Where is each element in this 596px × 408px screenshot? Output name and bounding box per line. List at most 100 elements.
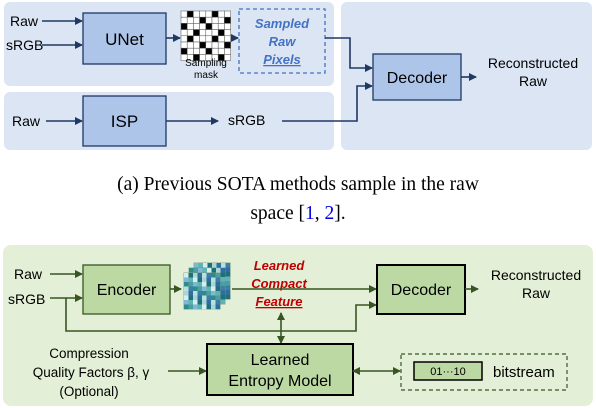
sampling-mask-cell (199, 29, 207, 37)
sampling-mask-cell (217, 41, 225, 49)
sampling-mask-cell (193, 41, 200, 49)
caption-line2: space [1, 2]. (250, 203, 345, 224)
sampled-raw-pixels-box (238, 8, 326, 74)
decoder-label: Decoder (391, 282, 452, 299)
quality-factors-line1: Compression (49, 346, 129, 361)
sampling-mask-cell (224, 41, 231, 49)
unet-box (82, 12, 167, 65)
feature-map-cell (211, 304, 216, 310)
feature-map-cell (197, 286, 203, 292)
feature-map-cell (220, 272, 226, 278)
sampling-mask-cell (211, 35, 219, 43)
feature-map-cell (194, 263, 199, 268)
sampling-mask-cell (180, 47, 188, 55)
feature-map-cell (184, 286, 189, 292)
output-label-line1: Reconstructed (491, 267, 581, 283)
feature-map-cell (211, 295, 216, 301)
feature-map-cell (225, 267, 231, 273)
feature-map-cell (184, 300, 189, 305)
sampling-mask-cell (180, 16, 188, 24)
sampling-mask-cell (224, 29, 231, 37)
feature-map-cell (202, 286, 207, 292)
sampling-mask-label-line2: mask (194, 70, 219, 81)
feature-map-cell (225, 290, 231, 295)
feature-map-cell (206, 295, 212, 301)
caption: (a) Previous SOTA methods sample in the … (117, 174, 479, 224)
reference-separator: , (315, 203, 325, 224)
sampling-mask-cell (211, 10, 219, 18)
feature-map-cell (215, 286, 221, 292)
sampling-mask-cell (224, 10, 231, 18)
feature-map-cell (197, 295, 203, 301)
feature-map-cell (206, 282, 212, 287)
feature-map-cell (207, 268, 212, 273)
feature-map-cell (206, 304, 212, 310)
sampling-mask-cell (205, 23, 213, 30)
bitstream-label: bitstream (493, 364, 555, 381)
isp-box (82, 95, 167, 147)
sampled-label-line2: Raw (269, 34, 297, 49)
feature-map-cell (211, 268, 217, 273)
feature-map-cell (184, 291, 189, 296)
feature-map-cell (225, 285, 231, 291)
sampling-mask-cell (180, 35, 188, 43)
feature-map-cell (206, 291, 212, 296)
sampling-mask-cell (193, 10, 200, 18)
bitstream-region (400, 353, 568, 391)
srgb-to-decoder-arrow (282, 82, 373, 122)
feature-map-cell (220, 295, 226, 300)
sampled-to-decoder-arrow (325, 37, 373, 72)
sampling-mask-cell (224, 23, 231, 30)
feature-map-cell (193, 268, 199, 273)
feature-map-cell (188, 295, 194, 301)
feature-map-cell (184, 273, 189, 278)
sampling-mask-cell (186, 35, 194, 43)
srgb-skip-to-decoder-arrow (65, 298, 377, 332)
sampling-mask-cell (211, 47, 219, 55)
feature-map-cell (188, 300, 194, 305)
feature-map-cell (193, 286, 198, 292)
sampling-mask-cell (205, 10, 213, 18)
feature-label-line3: Feature (256, 294, 303, 309)
feature-map-cell (206, 273, 212, 278)
feature-map-cell (197, 291, 203, 296)
feature-map-cell (216, 268, 221, 273)
sampling-mask-cell (211, 41, 219, 49)
sampling-mask-grid (180, 10, 231, 61)
feature-map-cell (215, 304, 221, 310)
sampling-mask-cell (224, 16, 231, 24)
unet-label: UNet (105, 30, 144, 49)
sampling-mask-cell (193, 29, 200, 37)
feature-map-cell (206, 300, 212, 305)
compact-feature-tensor-icon (183, 262, 231, 310)
feature-map-cell (225, 263, 231, 268)
reference-link-2[interactable]: 2 (325, 203, 335, 224)
feature-map-cell (221, 263, 226, 268)
feature-map-cell (206, 277, 212, 283)
sampling-mask-cell (205, 16, 213, 24)
feature-map-cell (198, 268, 203, 273)
reference-link-1[interactable]: 1 (305, 203, 315, 224)
feature-map-cell (211, 282, 216, 287)
sampling-mask-cell (211, 16, 219, 24)
feature-map-cell (202, 300, 207, 305)
entropy-label-line2: Entropy Model (228, 373, 331, 390)
feature-map-cell (202, 268, 208, 273)
feature-map-cell (193, 277, 198, 283)
feature-label-line1: Learned (254, 258, 306, 273)
input-raw-label: Raw (14, 266, 43, 282)
feature-map-cell (220, 277, 226, 282)
sampling-mask-cell (180, 10, 188, 18)
sampling-mask-cell (199, 47, 207, 55)
sampling-mask-cell (180, 23, 188, 30)
encoder-box (82, 264, 171, 315)
sampling-mask-cell (199, 10, 207, 18)
output-label-line2: Raw (519, 73, 548, 89)
sampling-mask-cell (186, 10, 194, 18)
feature-map-cell (215, 277, 221, 283)
feature-map-cell (202, 295, 207, 301)
feature-map-cell (220, 268, 226, 273)
feature-map-cell (197, 273, 203, 278)
sampling-mask-cell (224, 54, 231, 61)
isp-output-srgb-label: sRGB (228, 112, 265, 128)
